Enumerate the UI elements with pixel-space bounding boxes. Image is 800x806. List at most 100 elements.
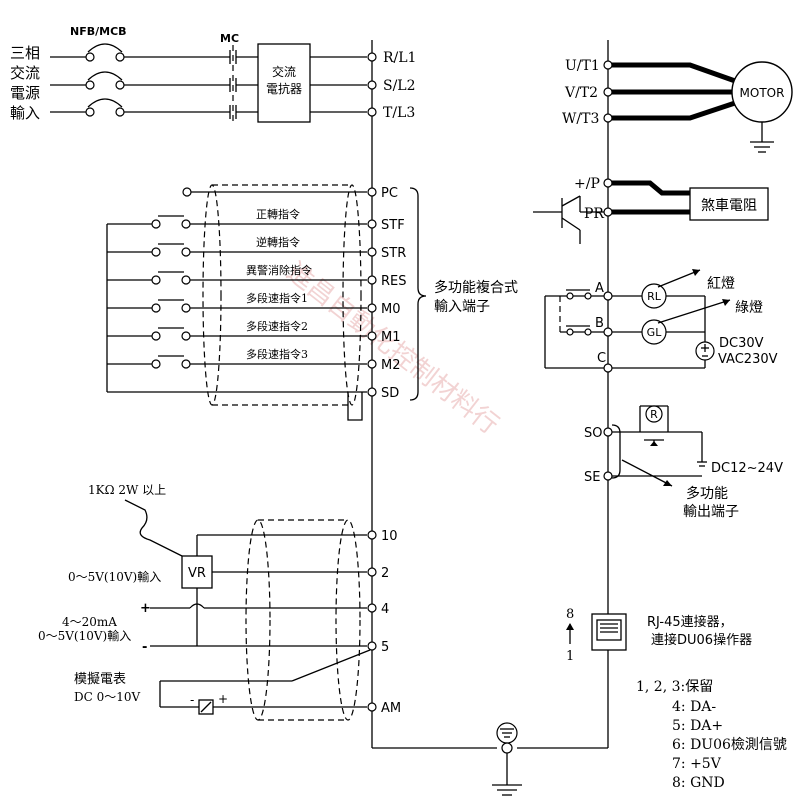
terminal-4	[367, 603, 377, 613]
voltage-input-label: 0～5V(10V)輸入	[68, 569, 161, 584]
rj45-pin-4: 6: DU06檢測信號	[672, 736, 787, 753]
terminal-p	[603, 178, 613, 188]
motor-section: U/T1 V/T2 W/T3 MOTOR	[562, 58, 793, 153]
meter-label: 模擬電表	[74, 671, 126, 687]
terminal-w	[603, 113, 613, 123]
terminal-stf-label: STF	[381, 218, 405, 233]
potentiometer	[181, 555, 213, 589]
terminal-4-label: 4	[381, 602, 389, 617]
rj45-pin-5: 7: +5V	[672, 756, 722, 772]
terminal-pc-label: PC	[381, 186, 398, 201]
terminal-m0	[367, 303, 377, 313]
rj45-label-2: 連接DU06操作器	[651, 632, 752, 648]
brake-resistor-label: 煞車電阻	[701, 197, 757, 214]
relay-supply-1: DC30V	[719, 336, 764, 351]
multi-input-label-1: 多功能複合式	[434, 279, 518, 296]
current-input-label-1: 4～20mA	[62, 615, 117, 629]
input-shield-left	[202, 184, 222, 406]
terminal-s	[367, 80, 377, 90]
analog-section: 1KΩ 2W 以上 VR 0～5V(10V)輸入 4～20mA 0～5V(10V…	[38, 483, 401, 721]
motor-ground-icon	[750, 122, 774, 153]
terminal-u	[603, 60, 613, 70]
power-input-line-2: 交流	[10, 64, 40, 82]
terminal-a	[603, 291, 613, 301]
terminal-t-label: T/L3	[383, 105, 415, 121]
brake-transistor-icon	[533, 195, 604, 244]
input-terminals: R/L1 S/L2 T/L3	[367, 50, 416, 121]
switch-str	[107, 243, 367, 257]
terminal-m0-label: M0	[381, 302, 401, 317]
switch-stf	[107, 215, 367, 229]
lamp-rl-label: RL	[647, 290, 662, 303]
reactor-label-1: 交流	[272, 64, 296, 79]
terminal-b-label: B	[595, 316, 604, 331]
switch-res	[107, 271, 367, 285]
terminal-res	[367, 275, 377, 285]
power-input-line-3: 電源	[10, 84, 40, 102]
terminal-10-label: 10	[381, 529, 398, 544]
terminal-w-label: W/T3	[562, 111, 599, 127]
command-res: 異警消除指令	[246, 263, 312, 277]
terminal-2	[367, 567, 377, 577]
command-m1: 多段速指令2	[246, 319, 308, 333]
terminal-str	[367, 247, 377, 257]
motor-label: MOTOR	[740, 86, 785, 100]
reactor-label-2: 電抗器	[266, 81, 302, 96]
oc-label-2: 輸出端子	[683, 504, 739, 520]
rj45-section: 8 1 RJ-45連接器， 連接DU06操作器 1, 2, 3:保留 4: DA…	[566, 607, 787, 791]
terminal-r	[367, 52, 377, 62]
terminal-sd	[367, 387, 377, 397]
oc-label-1: 多功能	[686, 485, 728, 502]
terminal-am	[367, 702, 377, 712]
terminal-pr	[603, 207, 613, 217]
inverter-outline	[371, 40, 609, 749]
meter-minus: -	[190, 693, 194, 707]
terminal-pr-label: PR	[584, 206, 604, 222]
brake-resistor	[689, 187, 769, 221]
relay-coil-label: R	[650, 408, 658, 421]
input-brace	[409, 187, 427, 401]
terminal-m2-label: M2	[381, 358, 401, 373]
command-str: 逆轉指令	[256, 235, 300, 249]
terminal-s-label: S/L2	[383, 78, 416, 94]
power-input-line-4: 輸入	[10, 104, 40, 122]
breaker-label: NFB/MCB	[70, 25, 127, 38]
terminal-m2	[367, 359, 377, 369]
multi-input-label-2: 輸入端子	[434, 299, 490, 315]
reactor-box	[257, 43, 311, 123]
command-stf: 正轉指令	[256, 207, 300, 221]
rj45-pin-6: 8: GND	[672, 775, 725, 791]
relay-output-section: A B C RL GL 紅燈 綠燈 DC30V VAC230V	[544, 269, 778, 373]
relay-supply-2: VAC230V	[718, 352, 778, 367]
terminal-5	[367, 641, 377, 651]
terminal-5-label: 5	[381, 640, 389, 655]
terminal-r-label: R/L1	[383, 50, 416, 66]
rj45-label-1: RJ-45連接器，	[647, 614, 733, 630]
oc-supply: DC12~24V	[711, 461, 783, 476]
terminal-so	[603, 427, 613, 437]
minus-sign: -	[142, 640, 147, 655]
contactor-label: MC	[220, 32, 239, 45]
terminal-u-label: U/T1	[565, 58, 600, 74]
lamp-rl	[641, 283, 667, 309]
lamp-gl-label: GL	[647, 326, 663, 339]
terminal-so-label: SO	[584, 426, 602, 441]
analog-shield-right	[335, 519, 361, 721]
rj45-pin-top: 8	[566, 607, 574, 622]
terminal-a-label: A	[595, 281, 604, 296]
meter-plus: +	[218, 692, 228, 706]
terminal-v-label: V/T2	[564, 85, 598, 101]
resistor-spec: 1KΩ 2W 以上	[88, 483, 166, 497]
open-collector-section: SO SE R DC12~24V 多功能 輸出端子	[584, 405, 783, 520]
lamp-green-name: 綠燈	[735, 300, 763, 316]
rj45-pin-bottom: 1	[566, 649, 574, 664]
analog-shield-left	[245, 519, 271, 721]
terminal-pc	[367, 187, 377, 197]
switch-m1	[107, 327, 367, 341]
power-lines	[50, 43, 367, 122]
relay-coil	[645, 405, 663, 423]
terminal-se	[603, 471, 613, 481]
terminal-v	[603, 87, 613, 97]
terminal-am-label: AM	[381, 701, 401, 716]
terminal-str-label: STR	[381, 246, 406, 261]
